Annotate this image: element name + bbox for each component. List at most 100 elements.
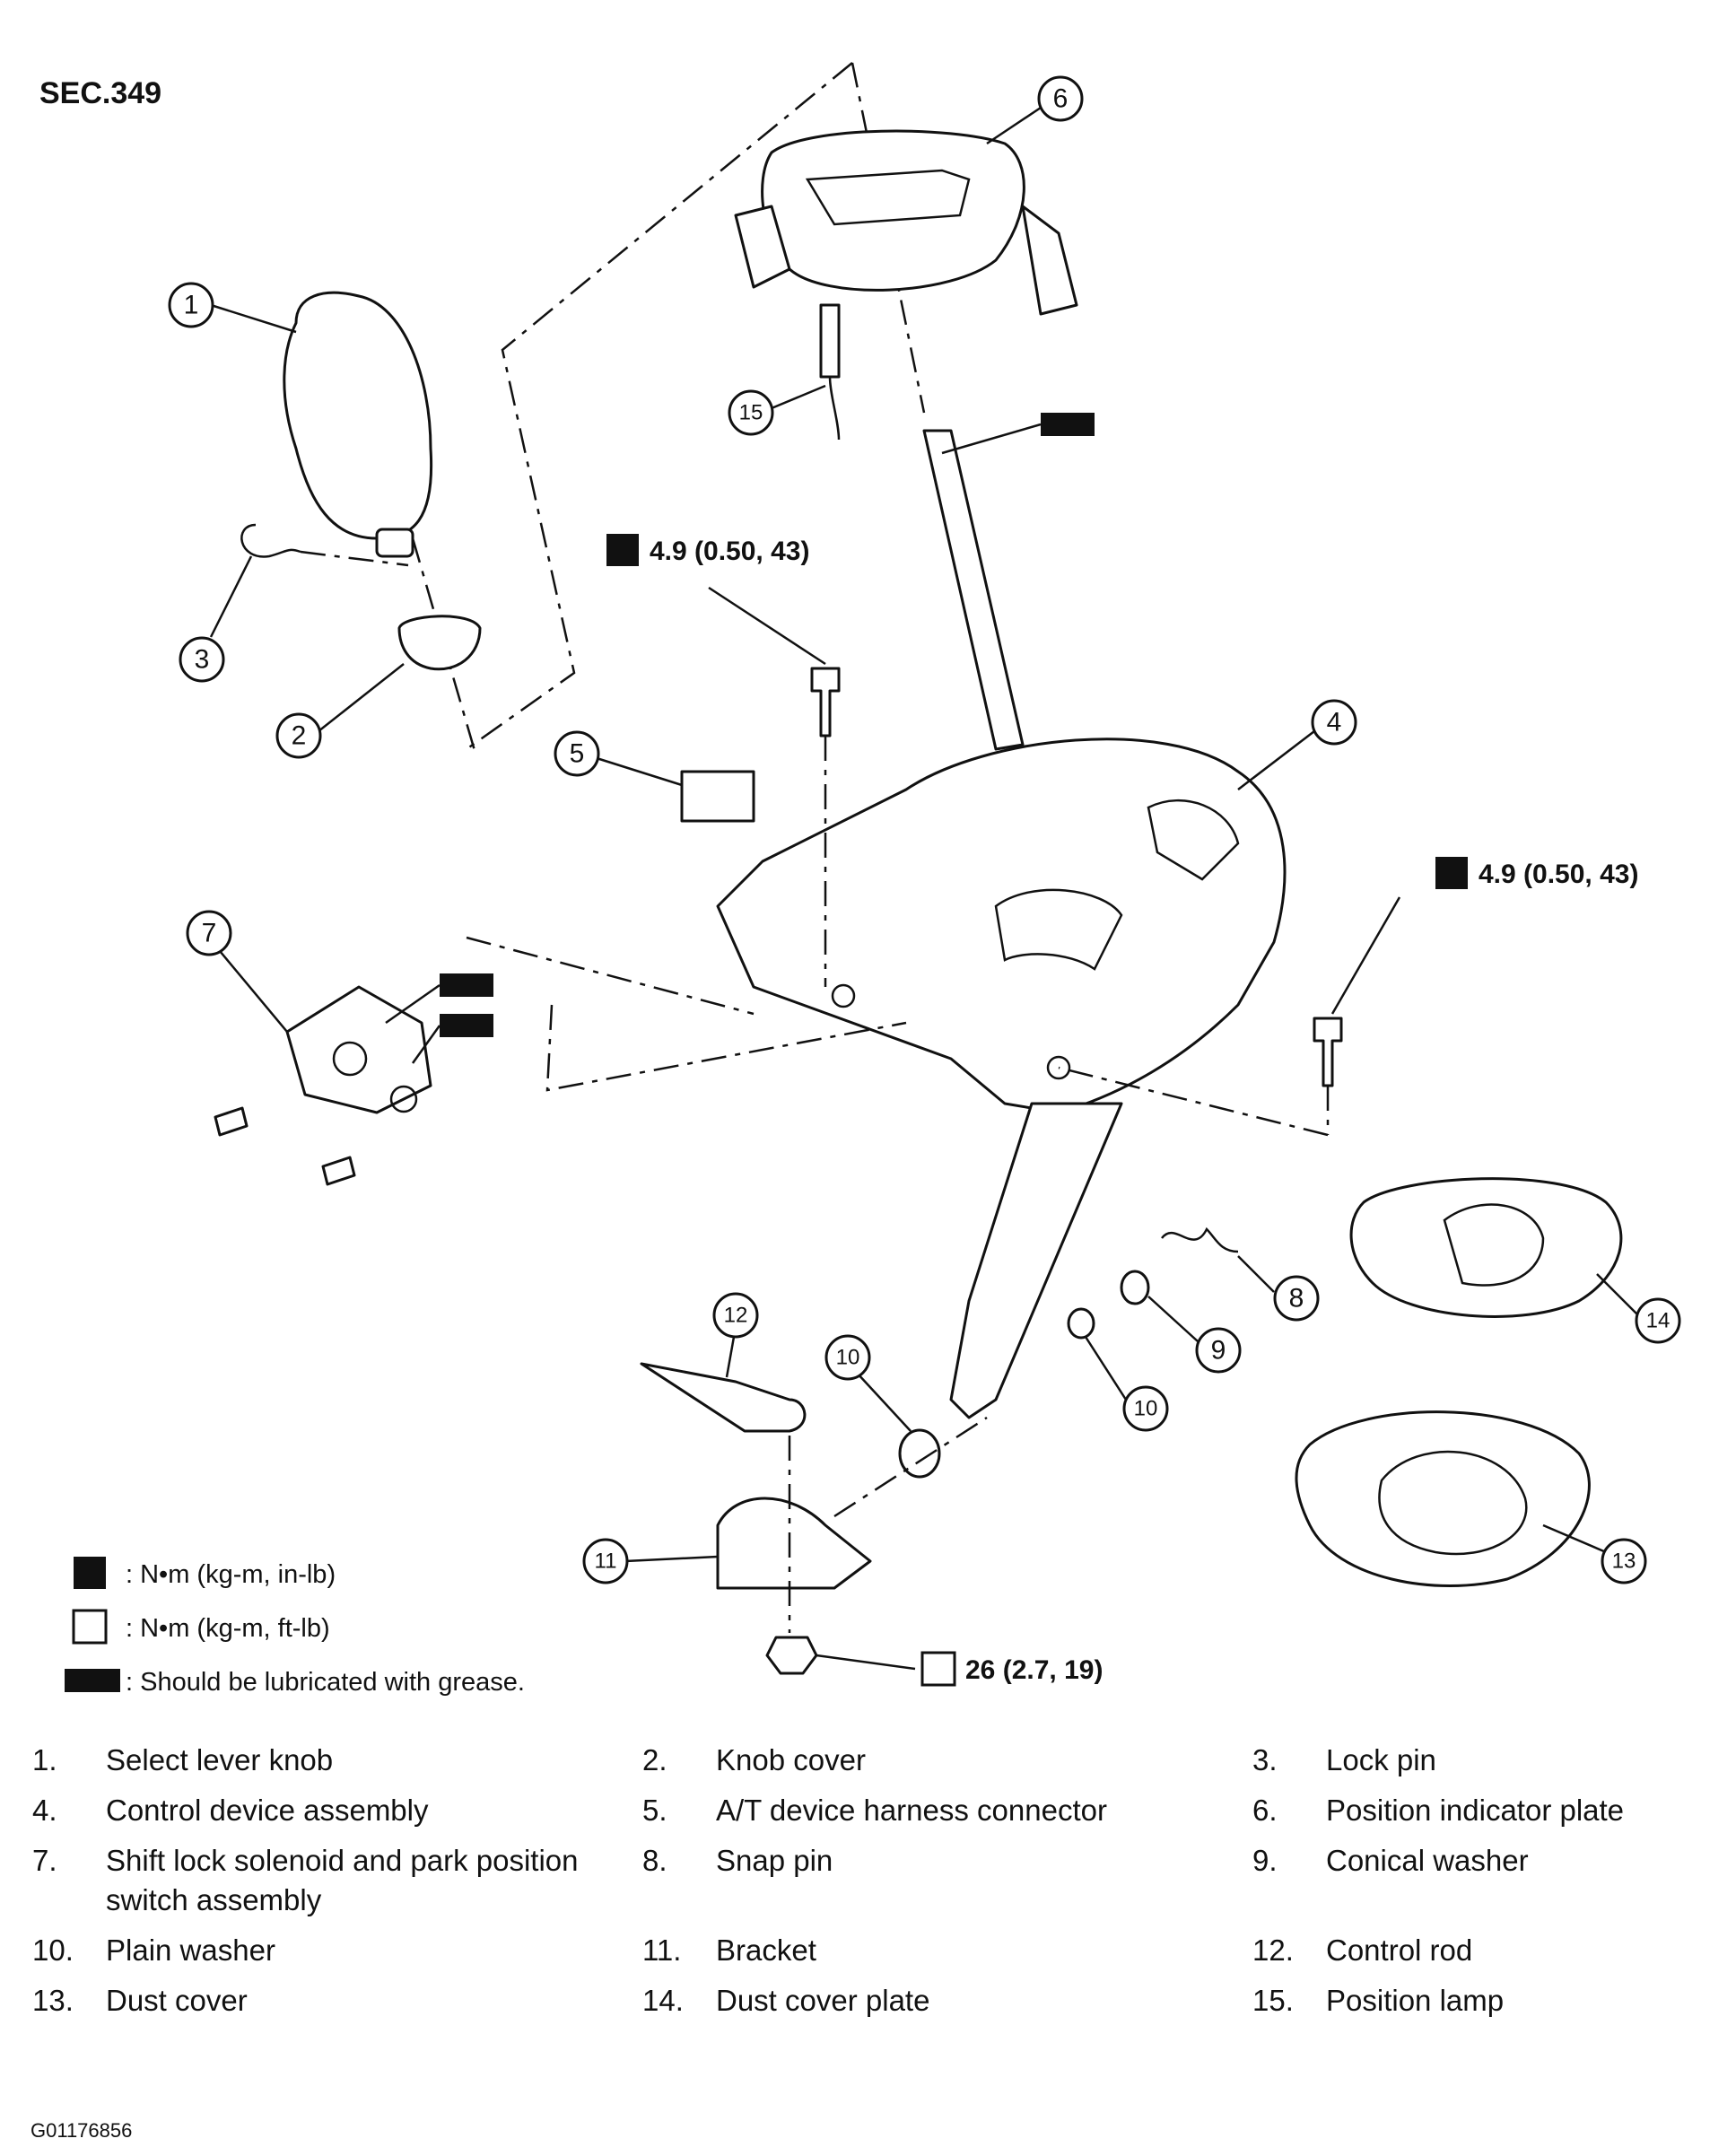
- position-lamp-part: [819, 303, 841, 379]
- grease-leader-b: [411, 1025, 441, 1064]
- part-item: 6.Position indicator plate: [1252, 1794, 1625, 1827]
- svg-text:9: 9: [1211, 1336, 1226, 1366]
- svg-text:: N•m (kg-m, in-lb): : N•m (kg-m, in-lb): [126, 1560, 336, 1589]
- svg-text:: Should be lubricated with gr: : Should be lubricated with grease.: [126, 1668, 525, 1697]
- callout-7: 7: [186, 910, 288, 1033]
- svg-text:: N•m (kg-m, ft-lb): : N•m (kg-m, ft-lb): [126, 1614, 330, 1643]
- part-item: 7.Shift lock solenoid and park position …: [32, 1844, 579, 1916]
- part-item: 14.Dust cover plate: [642, 1984, 930, 2017]
- control-arm-part: [949, 1102, 1123, 1419]
- callout-4: 4: [1237, 699, 1357, 790]
- assembly-outline-upper: [466, 62, 853, 751]
- screw-left-upper: [214, 1106, 249, 1137]
- callout-12: 12: [712, 1292, 759, 1378]
- torque-label-right-bolt: 4.9 (0.50, 43): [1435, 857, 1638, 889]
- torque-label-nut: 26 (2.7, 19): [920, 1651, 1103, 1687]
- position-indicator-plate-part: [734, 129, 1078, 316]
- callout-14: 14: [1596, 1273, 1681, 1344]
- callout-6: 6: [986, 75, 1084, 145]
- axis-line-lockpin: [300, 550, 409, 567]
- nut-part: [765, 1636, 818, 1675]
- callout-1: 1: [168, 282, 297, 334]
- callout-2: 2: [275, 663, 405, 759]
- knob-cover-part: [397, 615, 482, 671]
- exploded-view-diagram: SEC.349: [39, 62, 1681, 1697]
- select-lever-knob-part: [283, 291, 433, 558]
- screw-left-lower: [321, 1156, 356, 1186]
- part-item: 2.Knob cover: [642, 1743, 866, 1776]
- legend-ftlb: : N•m (kg-m, ft-lb): [72, 1609, 330, 1645]
- callout-5: 5: [554, 730, 683, 787]
- solenoid-axis-a: [466, 936, 755, 1016]
- part-item: 1.Select lever knob: [32, 1743, 334, 1776]
- plain-washer-left: [898, 1428, 941, 1479]
- parts-row: 1.Select lever knob 2.Knob cover 3.Lock …: [27, 1741, 1714, 1780]
- callout-13: 13: [1542, 1523, 1647, 1584]
- legend-grease: : Should be lubricated with grease.: [65, 1668, 525, 1697]
- svg-text:10: 10: [1134, 1397, 1158, 1421]
- part-item: 13.Dust cover: [32, 1984, 248, 2017]
- parts-row: 13.Dust cover 14.Dust cover plate 15.Pos…: [27, 1981, 1714, 2021]
- bracket-part: [716, 1497, 872, 1590]
- svg-text:5: 5: [570, 739, 585, 769]
- svg-text:12: 12: [724, 1304, 748, 1328]
- svg-text:11: 11: [595, 1549, 617, 1574]
- axis-line-lever: [851, 62, 926, 414]
- parts-row: 7.Shift lock solenoid and park position …: [27, 1841, 1714, 1920]
- plain-washer-right: [1067, 1307, 1095, 1340]
- callout-15: 15: [728, 384, 826, 436]
- control-rod-part: [640, 1362, 807, 1433]
- svg-text:7: 7: [202, 919, 217, 948]
- washer-axis: [833, 1416, 988, 1518]
- callout-8: 8: [1237, 1255, 1320, 1322]
- grease-symbol-solenoid-b: [440, 1014, 493, 1037]
- svg-text:15: 15: [739, 401, 763, 425]
- part-item: 15.Position lamp: [1252, 1984, 1505, 2017]
- svg-text:13: 13: [1612, 1549, 1636, 1574]
- grease-symbol-lever: [1041, 413, 1095, 436]
- legend: : N•m (kg-m, in-lb) : N•m (kg-m, ft-lb) …: [65, 1557, 525, 1697]
- dust-cover-inner: [1378, 1450, 1528, 1556]
- bolt-right-axis-b: [1058, 1066, 1329, 1137]
- part-item: 8.Snap pin: [642, 1844, 833, 1877]
- part-item: 10.Plain washer: [32, 1933, 275, 1967]
- figure-id: G01176856: [31, 2119, 133, 2142]
- callout-10-right: 10: [1084, 1336, 1169, 1432]
- svg-text:3: 3: [195, 645, 210, 675]
- torque-label-center-bolt: 4.9 (0.50, 43): [606, 534, 809, 566]
- callout-3: 3: [179, 555, 253, 683]
- dust-cover-plate-part: [1349, 1177, 1623, 1318]
- section-label: SEC.349: [39, 76, 161, 110]
- grease-leader-a: [385, 983, 441, 1025]
- grease-leader-lever: [941, 423, 1042, 455]
- parts-row: 4.Control device assembly 5.A/T device h…: [27, 1791, 1714, 1830]
- solenoid-axis-b: [545, 1004, 907, 1092]
- svg-text:4: 4: [1327, 708, 1342, 738]
- parts-list: 1.Select lever knob 2.Knob cover 3.Lock …: [27, 1741, 1714, 2031]
- part-item: 5.A/T device harness connector: [642, 1794, 1107, 1827]
- svg-text:4.9 (0.50, 43): 4.9 (0.50, 43): [1479, 860, 1638, 889]
- bolt-center: [810, 667, 841, 738]
- bolt-right: [1313, 1017, 1343, 1087]
- svg-text:26 (2.7, 19): 26 (2.7, 19): [965, 1655, 1103, 1685]
- parts-row: 10.Plain washer 11.Bracket 12.Control ro…: [27, 1931, 1714, 1970]
- svg-text:6: 6: [1053, 84, 1069, 114]
- part-item: 3.Lock pin: [1252, 1743, 1436, 1776]
- select-lever-rod: [922, 429, 1025, 751]
- dust-cover-plate-inner: [1443, 1203, 1545, 1287]
- control-device-assembly-part: [716, 738, 1287, 1114]
- part-item: 4.Control device assembly: [32, 1794, 429, 1827]
- conical-washer-part: [1120, 1270, 1150, 1305]
- callout-10-left: 10: [824, 1334, 912, 1432]
- svg-text:14: 14: [1646, 1309, 1671, 1333]
- svg-text:2: 2: [292, 721, 307, 751]
- position-lamp-wire: [828, 376, 841, 441]
- harness-connector-part: [680, 770, 755, 823]
- dust-cover-part: [1295, 1410, 1591, 1587]
- callout-9: 9: [1147, 1296, 1242, 1374]
- part-item: 11.Bracket: [642, 1933, 816, 1967]
- grease-symbol-solenoid-a: [440, 973, 493, 997]
- torque-leader-center: [708, 586, 826, 666]
- torque-leader-right: [1330, 896, 1401, 1015]
- lock-pin-part: [240, 523, 301, 558]
